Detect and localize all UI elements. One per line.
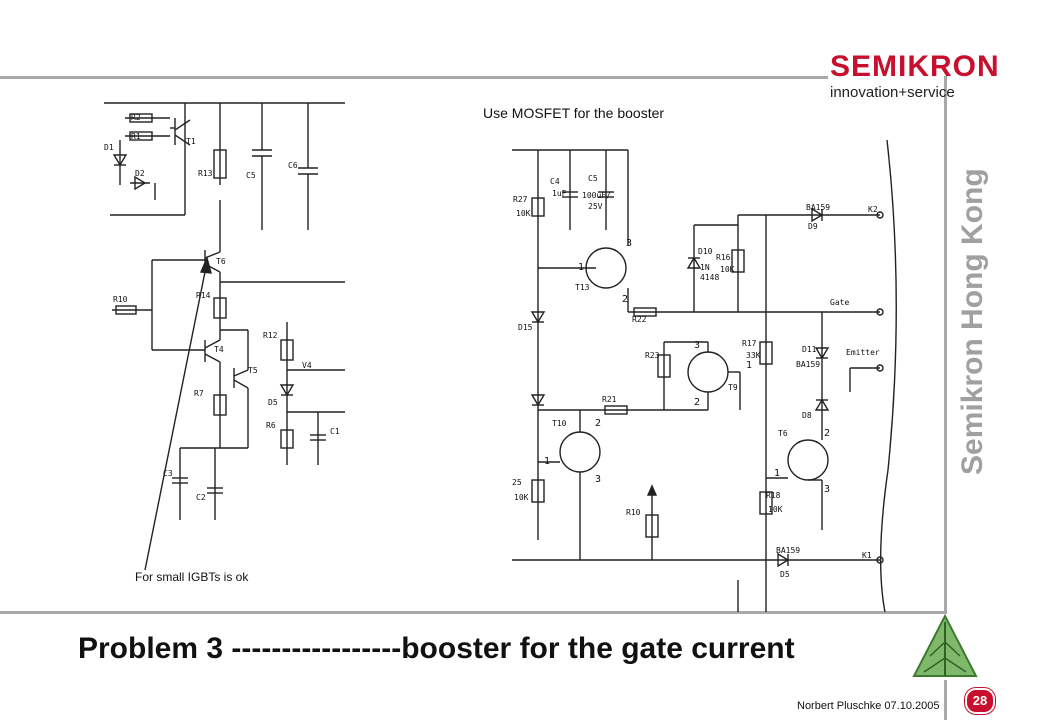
svg-text:10K: 10K	[514, 493, 529, 502]
svg-text:10K: 10K	[516, 209, 531, 218]
svg-text:R16: R16	[716, 253, 731, 262]
svg-text:D15: D15	[518, 323, 533, 332]
svg-text:R23: R23	[645, 351, 660, 360]
svg-text:Emitter: Emitter	[846, 348, 880, 357]
svg-text:R6: R6	[266, 421, 276, 430]
svg-text:K1: K1	[862, 551, 872, 560]
svg-text:D5: D5	[268, 398, 278, 407]
svg-text:1: 1	[578, 262, 584, 273]
svg-text:BA159: BA159	[796, 360, 820, 369]
svg-text:K2: K2	[868, 205, 878, 214]
svg-text:R18: R18	[766, 491, 781, 500]
svg-text:1: 1	[746, 360, 752, 371]
svg-text:T13: T13	[575, 283, 590, 292]
svg-text:25: 25	[512, 478, 522, 487]
svg-text:BA159: BA159	[806, 203, 830, 212]
svg-text:1: 1	[544, 456, 550, 467]
svg-text:T10: T10	[552, 419, 567, 428]
svg-text:25V: 25V	[588, 202, 603, 211]
svg-text:2: 2	[595, 418, 601, 429]
svg-text:1N: 1N	[700, 263, 710, 272]
svg-text:D1: D1	[104, 143, 114, 152]
svg-text:33K: 33K	[746, 351, 761, 360]
right-rule-lower	[944, 680, 947, 720]
svg-text:C1: C1	[330, 427, 340, 436]
svg-text:C2: C2	[196, 493, 206, 502]
svg-text:C4: C4	[550, 177, 560, 186]
svg-text:1: 1	[774, 468, 780, 479]
svg-text:D11: D11	[802, 345, 817, 354]
svg-text:Gate: Gate	[830, 298, 849, 307]
svg-text:R21: R21	[602, 395, 617, 404]
note-small-igbt: For small IGBTs is ok	[135, 570, 249, 584]
svg-text:BA159: BA159	[776, 546, 800, 555]
svg-text:R1: R1	[131, 132, 141, 141]
svg-text:3: 3	[694, 340, 700, 351]
svg-text:R7: R7	[194, 389, 204, 398]
svg-text:D9: D9	[808, 222, 818, 231]
svg-text:2: 2	[622, 294, 628, 305]
right-rule	[944, 76, 947, 611]
svg-text:10K: 10K	[720, 265, 735, 274]
svg-text:R10: R10	[626, 508, 641, 517]
svg-text:T9: T9	[728, 383, 738, 392]
svg-text:4148: 4148	[700, 273, 719, 282]
svg-text:3: 3	[824, 484, 830, 495]
svg-text:R22: R22	[632, 315, 647, 324]
svg-text:3: 3	[626, 238, 632, 249]
svg-text:T1: T1	[186, 137, 196, 146]
svg-text:3: 3	[595, 474, 601, 485]
bottom-rule	[0, 611, 947, 614]
svg-text:C5: C5	[246, 171, 256, 180]
svg-text:V4: V4	[302, 361, 312, 370]
svg-text:D5: D5	[780, 570, 790, 579]
tree-logo	[912, 613, 978, 677]
svg-text:D2: D2	[135, 169, 145, 178]
slide-title: Problem 3 -----------------booster for t…	[78, 632, 795, 665]
svg-text:R12: R12	[263, 331, 278, 340]
note-mosfet: Use MOSFET for the booster	[483, 105, 665, 121]
svg-text:R14: R14	[196, 291, 211, 300]
svg-text:T6: T6	[216, 257, 226, 266]
svg-text:C6: C6	[288, 161, 298, 170]
svg-text:2: 2	[694, 397, 700, 408]
svg-text:C3: C3	[163, 469, 173, 478]
semikron-logo: SEMIKRON	[830, 50, 1000, 83]
svg-text:T5: T5	[248, 366, 258, 375]
author-date: Norbert Pluschke 07.10.2005	[797, 700, 940, 712]
page-number-badge: 28	[965, 688, 995, 714]
top-rule	[0, 76, 828, 79]
svg-text:1uF: 1uF	[552, 189, 567, 198]
svg-text:R2: R2	[131, 113, 141, 122]
logo-tagline: innovation+service	[830, 84, 955, 101]
svg-text:D8: D8	[802, 411, 812, 420]
svg-text:R27: R27	[513, 195, 528, 204]
svg-text:R17: R17	[742, 339, 757, 348]
svg-text:R13: R13	[198, 169, 213, 178]
svg-text:T4: T4	[214, 345, 224, 354]
svg-text:2: 2	[824, 428, 830, 439]
svg-text:10K: 10K	[768, 505, 783, 514]
svg-text:R10: R10	[113, 295, 128, 304]
svg-text:100uF/: 100uF/	[582, 191, 611, 200]
svg-text:D10: D10	[698, 247, 713, 256]
svg-text:C5: C5	[588, 174, 598, 183]
svg-text:T6: T6	[778, 429, 788, 438]
